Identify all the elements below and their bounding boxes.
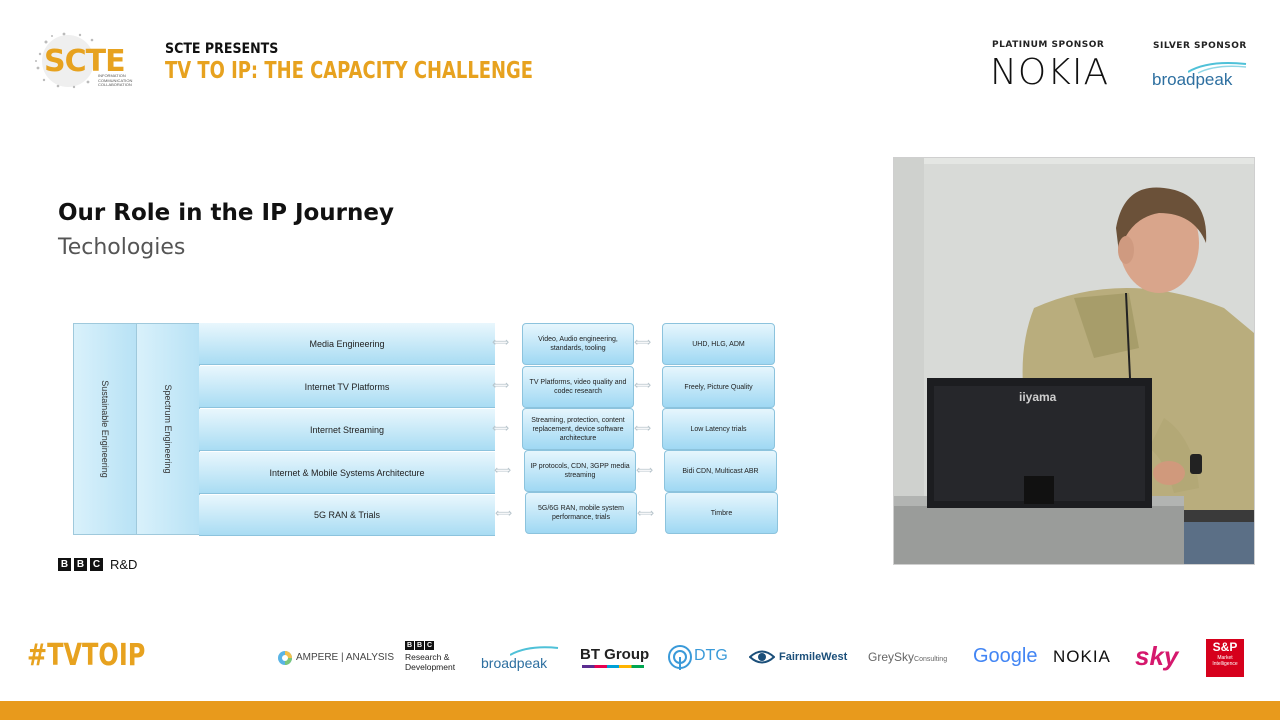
row-5g-ran-trials: 5G RAN & Trials: [199, 495, 495, 536]
monitor-brand: iiyama: [1019, 390, 1057, 404]
row-detail: Streaming, protection, content replaceme…: [522, 408, 634, 450]
bbc-mini-block: B: [415, 641, 424, 650]
broadpeak-wave-icon: [1188, 62, 1247, 74]
bbc-block: B: [58, 558, 71, 571]
presents-label: SCTE PRESENTS: [165, 41, 279, 57]
scte-logo-burst: [35, 32, 94, 89]
sponsor-nokia: NOKIA: [1053, 647, 1111, 666]
double-arrow-icon: ⟺: [494, 463, 512, 477]
bbc-rd-suffix: R&D: [110, 557, 138, 572]
row-media-engineering: Media Engineering: [199, 323, 495, 365]
bbc-rd-footer-text: Research & Development: [405, 652, 456, 672]
sponsor-google: Google: [973, 645, 1038, 667]
sponsor-fairmilewest: FairmileWest: [779, 651, 848, 663]
speaker-video-frame: [894, 158, 1254, 564]
sponsor-greysky: GreySkyConsulting: [868, 650, 947, 664]
slide-subtitle: Techologies: [58, 235, 186, 260]
platinum-sponsor-label: PLATINUM SPONSOR: [992, 40, 1105, 50]
double-arrow-icon: ⟺: [634, 378, 652, 392]
column-spectrum-engineering: Spectrum Engineering: [136, 323, 200, 535]
silver-sponsor-logo: broadpeak: [1152, 70, 1233, 89]
slide-title: Our Role in the IP Journey: [58, 200, 394, 226]
scte-logo-text: SCTE: [44, 44, 126, 79]
sponsor-ampere: AMPERE | ANALYSIS: [296, 652, 395, 663]
bbc-rd-logo: B B C R&D: [58, 557, 137, 572]
row-internet-tv-platforms: Internet TV Platforms: [199, 366, 495, 408]
row-detail: Video, Audio engineering, standards, too…: [522, 323, 634, 365]
sponsor-sp: S&P Market Intelligence: [1206, 639, 1244, 677]
greysky-name: GreySky: [868, 650, 915, 664]
event-hashtag: #TVTOIP: [27, 638, 146, 673]
silver-sponsor-label: SILVER SPONSOR: [1153, 41, 1247, 51]
column-label: Spectrum Engineering: [163, 384, 173, 474]
fairmile-eye-icon: [749, 650, 775, 664]
greysky-sub: Consulting: [914, 656, 948, 663]
sponsor-dtg: DTG: [694, 647, 728, 664]
row-example: Bidi CDN, Multicast ABR: [664, 450, 777, 492]
sponsor-bt-group: BT Group: [580, 646, 650, 663]
bbc-block: C: [90, 558, 103, 571]
ampere-logo-icon: [278, 651, 292, 665]
sp-logo-text: S&P: [1212, 640, 1238, 654]
bbc-block: B: [74, 558, 87, 571]
double-arrow-icon: ⟺: [636, 463, 654, 477]
row-example: Freely, Picture Quality: [662, 366, 775, 408]
sp-logo-sub: Market Intelligence: [1212, 655, 1238, 667]
broadpeak-footer-wave-icon: [510, 646, 559, 656]
double-arrow-icon: ⟺: [495, 506, 513, 520]
row-detail: IP protocols, CDN, 3GPP media streaming: [524, 450, 636, 492]
row-internet-streaming: Internet Streaming: [199, 409, 495, 451]
row-detail: 5G/6G RAN, mobile system performance, tr…: [525, 492, 637, 534]
footer-accent-bar: [0, 701, 1280, 720]
sponsor-bbc-rd: B B C Research & Development: [405, 641, 461, 672]
event-title: TV TO IP: THE CAPACITY CHALLENGE: [165, 58, 534, 84]
roles-diagram: Sustainable Engineering Spectrum Enginee…: [73, 323, 778, 537]
bt-group-stripe: [582, 665, 644, 668]
dtg-logo-icon: [668, 645, 692, 670]
row-example: Low Latency trials: [662, 408, 775, 450]
double-arrow-icon: ⟺: [634, 421, 652, 435]
bbc-mini-block: C: [425, 641, 434, 650]
speaker-video: iiyama: [893, 157, 1255, 565]
row-detail: TV Platforms, video quality and codec re…: [522, 366, 634, 408]
sponsor-broadpeak: broadpeak: [481, 655, 548, 671]
double-arrow-icon: ⟺: [634, 335, 652, 349]
sponsor-sky: sky: [1135, 641, 1179, 671]
column-sustainable-engineering: Sustainable Engineering: [73, 323, 137, 535]
scte-logo-subtext: INFORMATION COMMUNICATION COLLABORATION: [98, 73, 133, 87]
row-example: UHD, HLG, ADM: [662, 323, 775, 365]
column-label: Sustainable Engineering: [100, 380, 110, 478]
bbc-mini-block: B: [405, 641, 414, 650]
double-arrow-icon: ⟺: [492, 335, 510, 349]
bbc-mini-logo: B B C: [405, 641, 461, 650]
double-arrow-icon: ⟺: [637, 506, 655, 520]
platinum-sponsor-logo: NOKIA: [990, 52, 1110, 93]
row-internet-mobile-systems: Internet & Mobile Systems Architecture: [199, 452, 495, 494]
double-arrow-icon: ⟺: [492, 421, 510, 435]
double-arrow-icon: ⟺: [492, 378, 510, 392]
row-example: Timbre: [665, 492, 778, 534]
